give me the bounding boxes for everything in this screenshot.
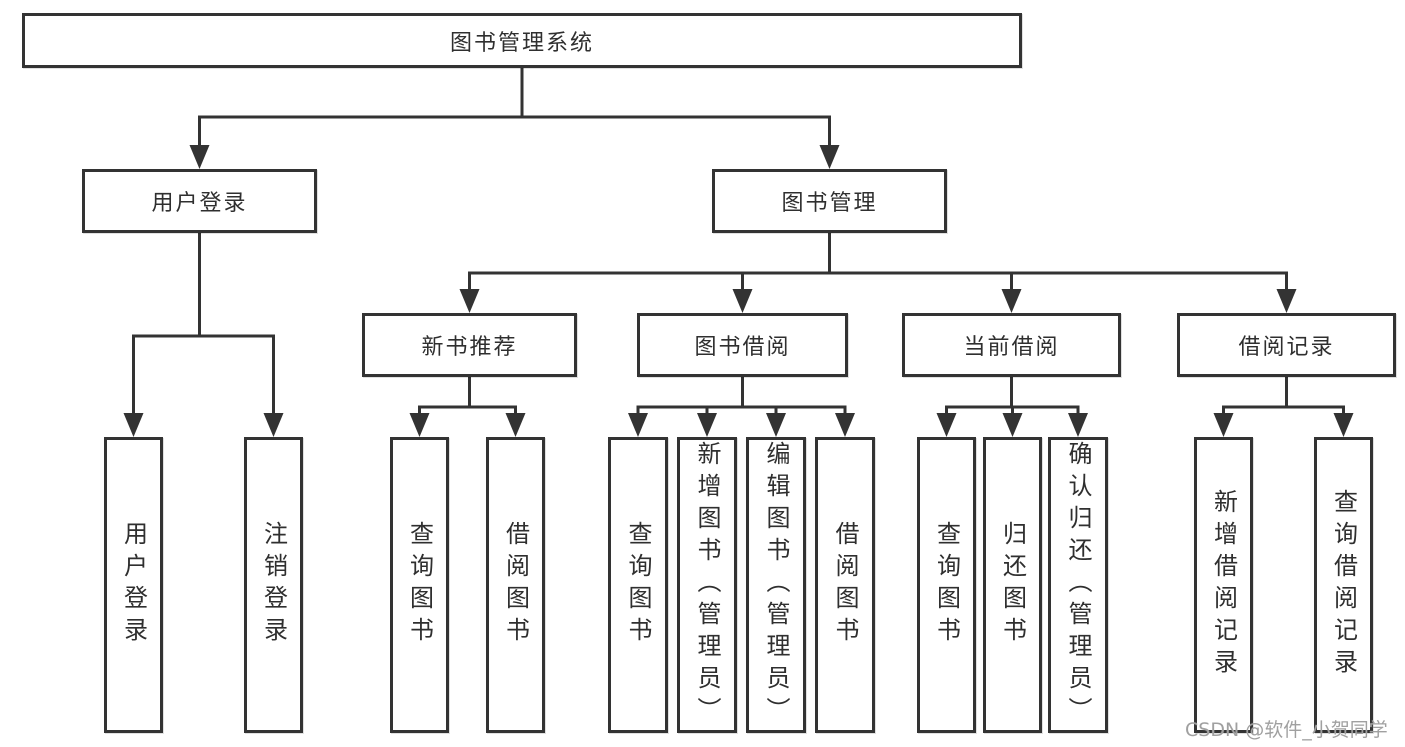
node-leaf-bb-add: 新增图书（管理员）: [677, 437, 737, 733]
node-leaf-cb-return: 归还图书: [983, 437, 1042, 733]
node-label: 借阅记录: [1238, 335, 1335, 360]
node-label: 图书管理: [781, 191, 878, 216]
node-label: 查询图书: [405, 521, 434, 649]
node-leaf-bb-query: 查询图书: [608, 437, 668, 733]
node-leaf-br-add: 新增借阅记录: [1194, 437, 1253, 733]
node-borrow-record: 借阅记录: [1177, 313, 1396, 377]
node-leaf-cb-confirm: 确认归还（管理员）: [1048, 437, 1108, 733]
node-label: 确认归还（管理员）: [1064, 441, 1092, 729]
node-label: 归还图书: [998, 521, 1027, 649]
node-leaf-bb-edit: 编辑图书（管理员）: [746, 437, 806, 733]
node-label: 查询图书: [932, 521, 961, 649]
node-label: 图书借阅: [694, 335, 791, 360]
node-leaf-nb-borrow: 借阅图书: [486, 437, 545, 733]
node-label: 查询借阅记录: [1329, 489, 1358, 681]
node-new-book: 新书推荐: [362, 313, 577, 377]
node-label: 新增图书（管理员）: [693, 441, 721, 729]
node-book-borrow: 图书借阅: [637, 313, 848, 377]
node-label: 当前借阅: [963, 335, 1060, 360]
node-label: 用户登录: [119, 521, 148, 649]
node-leaf-br-query: 查询借阅记录: [1314, 437, 1373, 733]
node-root: 图书管理系统: [22, 13, 1022, 68]
node-label: 借阅图书: [831, 521, 859, 649]
node-label: 新书推荐: [421, 335, 518, 360]
node-label: 图书管理系统: [449, 30, 594, 56]
node-leaf-logout: 注销登录: [244, 437, 303, 733]
node-leaf-user-login: 用户登录: [104, 437, 163, 733]
node-label: 注销登录: [259, 521, 288, 649]
node-leaf-nb-query: 查询图书: [390, 437, 449, 733]
node-leaf-bb-borrow: 借阅图书: [815, 437, 875, 733]
node-user-login: 用户登录: [82, 169, 317, 233]
node-label: 借阅图书: [501, 521, 530, 649]
node-label: 查询图书: [624, 521, 652, 649]
node-book-mgmt: 图书管理: [712, 169, 947, 233]
node-label: 新增借阅记录: [1209, 489, 1238, 681]
node-label: 用户登录: [151, 191, 248, 216]
node-label: 编辑图书（管理员）: [762, 441, 790, 729]
node-leaf-cb-query: 查询图书: [917, 437, 976, 733]
node-current-borrow: 当前借阅: [902, 313, 1121, 377]
